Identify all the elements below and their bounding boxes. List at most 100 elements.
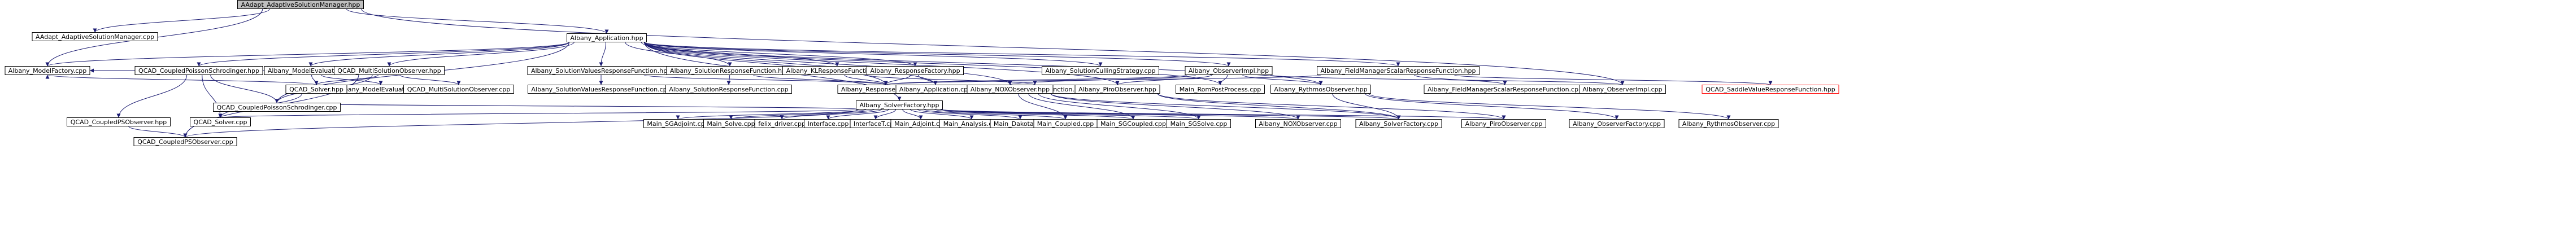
graph-node[interactable]: QCAD_CoupledPoissonSchrodinger.hpp [134, 66, 263, 75]
graph-node[interactable]: Albany_SolutionCullingStrategy.cpp [1042, 66, 1159, 75]
dependency-edge [644, 42, 888, 85]
graph-node[interactable]: Main_RomPostProcess.cpp [1176, 85, 1265, 94]
node-box [67, 117, 171, 126]
node-label: felix_driver.cpp [758, 120, 806, 128]
node-box [5, 66, 90, 75]
node-label: Main_Solve.cpp [707, 120, 755, 128]
dependency-edge [275, 103, 859, 109]
node-box [1270, 85, 1371, 94]
dependency-edge [826, 109, 889, 120]
graph-node[interactable]: Albany_SolutionValuesResponseFunction.hp… [527, 66, 675, 75]
node-box [567, 33, 647, 42]
graph-node[interactable]: Albany_ObserverFactory.cpp [1569, 119, 1665, 128]
dependency-edge [934, 109, 1135, 120]
node-label: Albany_ObserverImpl.hpp [1189, 67, 1269, 75]
node-label: Albany_ModelFactory.cpp [8, 67, 86, 75]
dependency-edge [361, 8, 1625, 85]
graph-node[interactable]: QCAD_CoupledPSObserver.hpp [67, 117, 171, 126]
node-box [967, 85, 1054, 94]
node-label: Albany_SolutionResponseFunction.cpp [669, 86, 788, 93]
dependency-edge [1269, 75, 1625, 85]
dependency-edge [93, 8, 270, 33]
node-label: Albany_SolutionCullingStrategy.cpp [1046, 67, 1156, 75]
dependency-edge [910, 109, 974, 120]
node-label: Main_Coupled.cpp [1037, 120, 1094, 128]
dependency-edge [917, 109, 1022, 120]
dependency-edge [902, 109, 923, 120]
graph-node[interactable]: QCAD_CoupledPoissonSchrodinger.cpp [213, 103, 341, 112]
dependency-edge [867, 75, 1037, 85]
graph-node[interactable]: Albany_Application.cpp [895, 85, 976, 94]
graph-node[interactable]: Albany_ObserverImpl.hpp [1185, 66, 1273, 75]
dependency-edge [1157, 93, 1401, 120]
graph-node[interactable]: Albany_FieldManagerScalarResponseFunctio… [1424, 85, 1586, 94]
dependency-edge [1242, 75, 1323, 85]
graph-node[interactable]: QCAD_Solver.cpp [190, 117, 251, 126]
graph-node[interactable]: Main_SGAdjoint.cpp [643, 119, 712, 128]
node-box [1176, 85, 1265, 94]
graph-node[interactable]: Albany_NOXObserver.cpp [1255, 119, 1341, 128]
node-box [190, 117, 251, 126]
graph-node[interactable]: Albany_SolutionValuesResponseFunction.cp… [528, 85, 675, 94]
graph-node[interactable]: AAdapt_AdaptiveSolutionManager.cpp [32, 32, 158, 41]
dependency-edge [45, 42, 569, 67]
graph-node[interactable]: Albany_FieldManagerScalarResponseFunctio… [1317, 66, 1480, 75]
node-box [1461, 119, 1546, 128]
graph-node[interactable]: Albany_SolverFactory.hpp [856, 100, 943, 109]
graph-node[interactable]: Main_Adjoint.cpp [890, 119, 951, 128]
node-label: QCAD_MultiSolutionObserver.hpp [337, 67, 441, 75]
graph-node[interactable]: Albany_ResponseFactory.hpp [867, 66, 964, 75]
graph-node[interactable]: Albany_Application.hpp [567, 33, 647, 42]
node-box [213, 103, 341, 112]
graph-node[interactable]: Interface.cpp [804, 119, 852, 128]
graph-node[interactable]: Albany_PiroObserver.hpp [1074, 85, 1160, 94]
graph-node[interactable]: Albany_NOXObserver.hpp [967, 85, 1054, 94]
node-label: Albany_ObserverImpl.cpp [1582, 86, 1662, 93]
node-label: Albany_SolutionValuesResponseFunction.cp… [531, 86, 671, 93]
node-box [1185, 66, 1273, 75]
node-box [1678, 119, 1779, 128]
node-label: QCAD_CoupledPoissonSchrodinger.hpp [138, 67, 259, 75]
graph-node[interactable]: Albany_RythmosObserver.hpp [1270, 85, 1371, 94]
graph-node[interactable]: QCAD_Solver.hpp [285, 85, 347, 94]
graph-node[interactable]: Main_Solve.cpp [703, 119, 759, 128]
dependency-edge [197, 42, 569, 67]
graph-node[interactable]: QCAD_MultiSolutionObserver.hpp [334, 66, 445, 75]
node-box [665, 85, 792, 94]
graph-node[interactable]: Albany_SolutionResponseFunction.hpp [666, 66, 794, 75]
graph-node[interactable]: felix_driver.cpp [754, 119, 810, 128]
node-label: Main_Analysis.cpp [943, 120, 1000, 128]
dependency-edge [752, 75, 888, 85]
graph-node[interactable]: Albany_KLResponseFunction.hpp [782, 66, 892, 75]
graph-node[interactable]: QCAD_MultiSolutionObserver.cpp [403, 85, 514, 94]
node-label: AAdapt_AdaptiveSolutionManager.hpp [241, 1, 360, 8]
graph-node[interactable]: Main_SGCoupled.cpp [1096, 119, 1170, 128]
dependency-edge [917, 75, 938, 85]
graph-node[interactable]: Albany_ObserverImpl.cpp [1579, 85, 1666, 94]
graph-node[interactable]: InterfaceT.cpp [850, 119, 902, 128]
dependency-edge [1332, 93, 1401, 120]
node-box [1042, 66, 1159, 75]
node-box [1579, 85, 1666, 94]
graph-node[interactable]: Albany_SolutionResponseFunction.cpp [665, 85, 792, 94]
graph-node[interactable]: Albany_PiroObserver.cpp [1461, 119, 1546, 128]
graph-node[interactable]: QCAD_SaddleValueResponseFunction.hpp [1702, 85, 1839, 94]
dependency-edge [311, 75, 319, 85]
graph-node[interactable]: AAdapt_AdaptiveSolutionManager.hpp [237, 0, 364, 9]
node-label: Albany_ObserverFactory.cpp [1573, 120, 1661, 128]
node-box [133, 137, 237, 146]
dependency-edge [1038, 93, 1201, 120]
node-label: Albany_Application.hpp [570, 34, 643, 42]
node-label: Albany_SolutionValuesResponseFunction.hp… [531, 67, 671, 75]
dependency-edge [940, 109, 1505, 120]
graph-node[interactable]: Main_Analysis.cpp [939, 119, 1004, 128]
node-label: QCAD_CoupledPoissonSchrodinger.cpp [217, 104, 337, 111]
graph-node[interactable]: Albany_SolverFactory.cpp [1355, 119, 1442, 128]
graph-node[interactable]: Albany_ModelFactory.cpp [5, 66, 90, 75]
node-box [403, 85, 514, 94]
graph-node[interactable]: Main_Coupled.cpp [1033, 119, 1098, 128]
graph-node[interactable]: Albany_RythmosObserver.cpp [1678, 119, 1779, 128]
graph-node[interactable]: Main_SGSolve.cpp [1167, 119, 1231, 128]
graph-node[interactable]: QCAD_CoupledPSObserver.cpp [133, 137, 237, 146]
node-box [32, 32, 158, 41]
